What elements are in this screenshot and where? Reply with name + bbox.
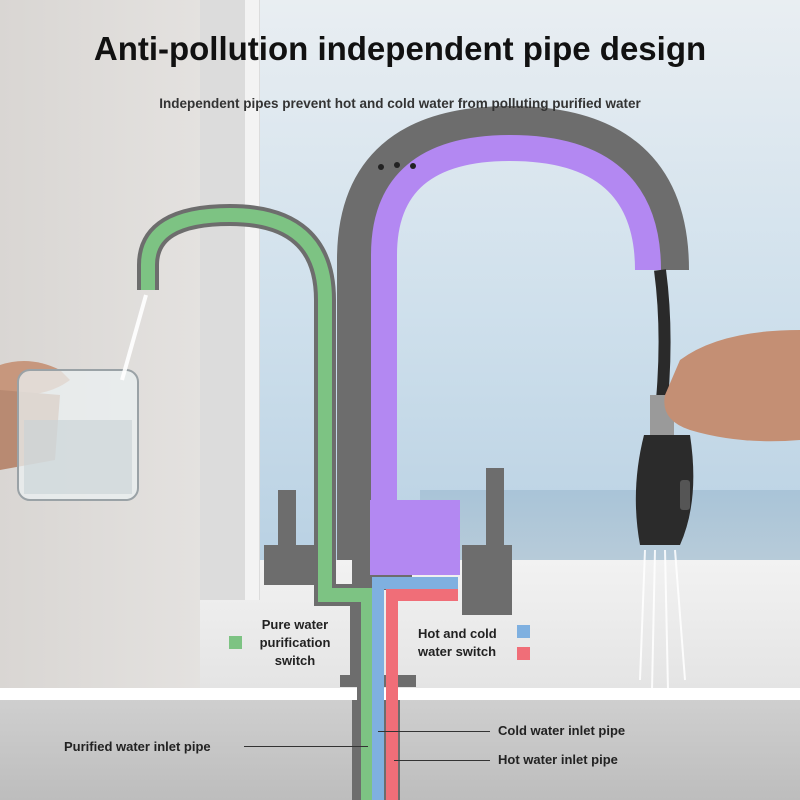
window-mullion-edge: [245, 0, 259, 600]
right-switch-lever: [486, 468, 504, 548]
cold-inlet-leader: [378, 731, 490, 732]
cold-inlet-label: Cold water inlet pipe: [498, 723, 626, 738]
dot-1: [378, 164, 384, 170]
right-hand: [664, 330, 800, 442]
hot-color-swatch: [517, 647, 530, 660]
spray-water: [639, 549, 686, 691]
hot-inlet-leader: [394, 760, 490, 761]
page-subtitle: Independent pipes prevent hot and cold w…: [159, 96, 641, 111]
left-switch-base: [264, 545, 314, 585]
cold-water-pipe: [372, 577, 458, 800]
glass-water: [24, 420, 132, 494]
page-title: Anti-pollution independent pipe design: [93, 30, 707, 67]
sprayer-head: [635, 435, 694, 545]
purified-inlet-label: Purified water inlet pipe: [64, 739, 211, 754]
cold-color-swatch: [517, 625, 530, 638]
left-switch-lever: [278, 490, 296, 550]
main-spout-shell: [337, 105, 689, 560]
hot-cold-switch-label: Hot and cold water switch: [418, 625, 497, 661]
dot-2: [394, 162, 400, 168]
hot-inlet-label: Hot water inlet pipe: [498, 752, 618, 767]
mixed-water-chamber: [370, 500, 460, 575]
water-stream: [120, 294, 148, 381]
mixed-water-channel: [371, 134, 661, 575]
hot-cold-label-line2: water switch: [418, 644, 497, 659]
pure-switch-label-line2: purification: [259, 635, 331, 650]
purified-color-swatch: [229, 636, 242, 649]
sprayer-button: [680, 480, 690, 510]
pure-switch-label-line1: Pure water: [261, 617, 329, 632]
counter-edge: [0, 688, 800, 691]
hot-cold-label-line1: Hot and cold: [418, 626, 497, 641]
purified-water-pipe: [141, 207, 375, 800]
right-switch-base: [462, 545, 512, 615]
purified-inlet-leader: [244, 746, 368, 747]
pull-out-hose: [654, 269, 671, 401]
pure-switch-label-line3: switch: [274, 653, 316, 668]
dot-3: [410, 163, 416, 169]
pure-switch-label: Pure water purification switch: [250, 616, 340, 670]
